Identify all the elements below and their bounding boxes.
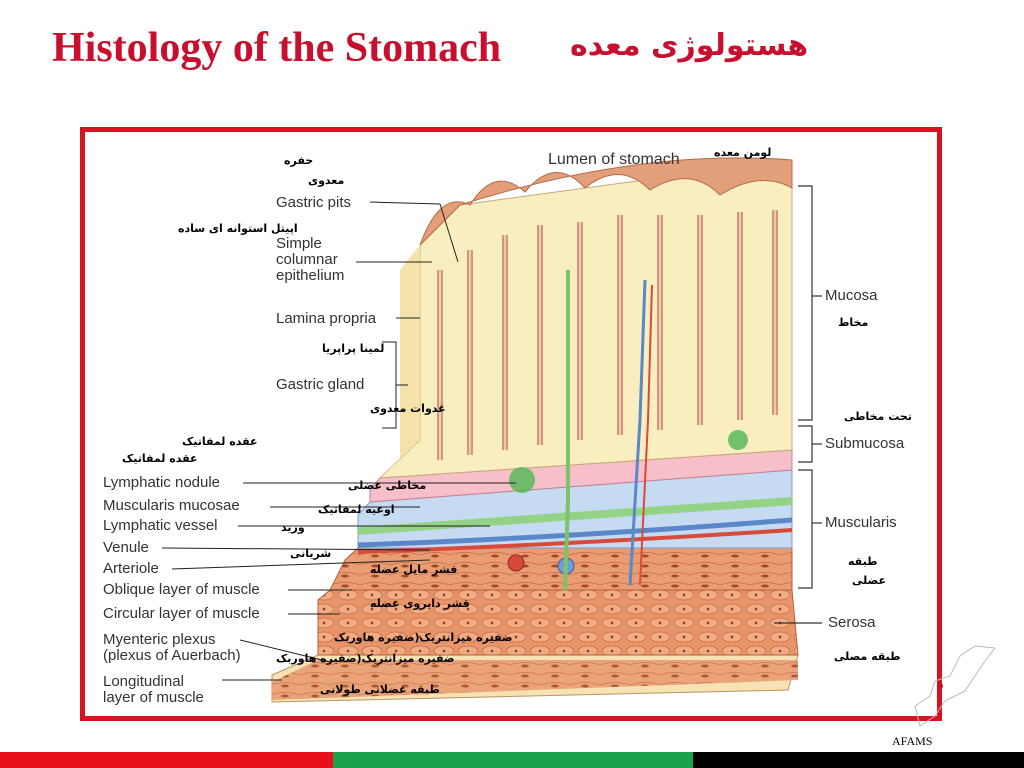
- mucosa-layer: [378, 157, 793, 591]
- label-serosa: Serosa: [828, 614, 876, 631]
- label-simple-columnar-epithelium: Simple columnar epithelium: [276, 235, 345, 284]
- label-muscularis-mucosae: Muscularis mucosae: [103, 497, 240, 514]
- venule-capillary: [628, 279, 647, 586]
- label-submucosa: Submucosa: [825, 435, 905, 452]
- fa-mucosa: مخاط: [838, 316, 869, 329]
- fa-oblique: قشر مایل عضله: [370, 563, 458, 576]
- label-longitudinal-layer: Longitudinal layer of muscle: [103, 673, 204, 706]
- footer-logo-text: AFAMS: [892, 734, 933, 748]
- gastric-gland-lumens: [439, 210, 776, 460]
- footer-red: [0, 752, 333, 768]
- label-mucosa: Mucosa: [825, 287, 878, 304]
- fa-muscularis-mucosae: مخاطی عضلی: [348, 479, 427, 492]
- label-lamina-propria: Lamina propria: [276, 310, 377, 327]
- afghanistan-map-icon: [914, 645, 996, 727]
- label-oblique-layer: Oblique layer of muscle: [103, 581, 260, 598]
- fa-lumen: لومن معده: [714, 146, 772, 159]
- muscularis-mucosae-layer: [369, 449, 793, 503]
- page-title: Histology of the Stomach: [52, 25, 502, 71]
- lymphatic-capillary: [563, 270, 570, 591]
- label-venule: Venule: [103, 539, 149, 556]
- layer-brackets: [774, 185, 822, 624]
- lymphatic-nodule-right: [728, 430, 748, 450]
- lymphatic-nodule: [509, 467, 535, 493]
- fa-muscularis-2: عضلی: [852, 574, 886, 587]
- fa-longitudinal: طبقه عضلاتی طولانی: [320, 683, 440, 696]
- fa-pits-2: معدوی: [308, 174, 345, 187]
- longitudinal-muscle-layer: [271, 654, 799, 703]
- footer-black: [693, 752, 1024, 768]
- fa-venule: ورید: [281, 521, 305, 534]
- leader-lines: [161, 201, 516, 681]
- fa-circular: قشر دایروی عضله: [370, 597, 470, 610]
- fa-lamina-propria: لمینا پراپریا: [322, 342, 385, 355]
- fa-arteriole: شریانی: [290, 547, 332, 560]
- fa-gastric-gland: غدوات معدوی: [370, 402, 446, 415]
- fa-submucosa: تحت مخاطی: [844, 410, 912, 423]
- label-muscularis: Muscularis: [825, 514, 897, 531]
- fa-lymphatic-vessel: اوعیه لمفاتیک: [318, 503, 395, 516]
- label-myenteric-plexus: Myenteric plexus (plexus of Auerbach): [103, 631, 241, 664]
- label-lymphatic-nodule: Lymphatic nodule: [103, 474, 221, 491]
- footer-bar: [0, 752, 1024, 768]
- fa-epithelium: اپیتل استوانه ای ساده: [178, 222, 298, 235]
- label-circular-layer: Circular layer of muscle: [103, 605, 260, 622]
- label-arteriole: Arteriole: [103, 560, 159, 577]
- label-gastric-gland: Gastric gland: [276, 376, 365, 393]
- fa-nodule-1: عقده لمفاتیک: [182, 435, 258, 448]
- label-gastric-pits: Gastric pits: [276, 194, 352, 211]
- fa-myenteric-2: ضفیره میزانتریک(ضفیره هاوربک: [276, 652, 455, 665]
- fa-pits-1: حفره: [284, 154, 314, 167]
- footer-green: [333, 752, 693, 768]
- label-lymphatic-vessel: Lymphatic vessel: [103, 517, 218, 534]
- fa-muscularis-1: طبقه: [848, 555, 878, 568]
- label-lumen: Lumen of stomach: [548, 151, 680, 168]
- page-title-persian: هستولوژی معده: [570, 28, 809, 63]
- fa-myenteric-1: ضفیره میزانتریک(ضفیره هاوربک: [334, 631, 513, 644]
- fa-nodule-2: عقده لمفاتیک: [122, 452, 198, 465]
- fa-serosa: طبقه مصلی: [834, 650, 901, 663]
- arteriole-capillary: [639, 284, 653, 586]
